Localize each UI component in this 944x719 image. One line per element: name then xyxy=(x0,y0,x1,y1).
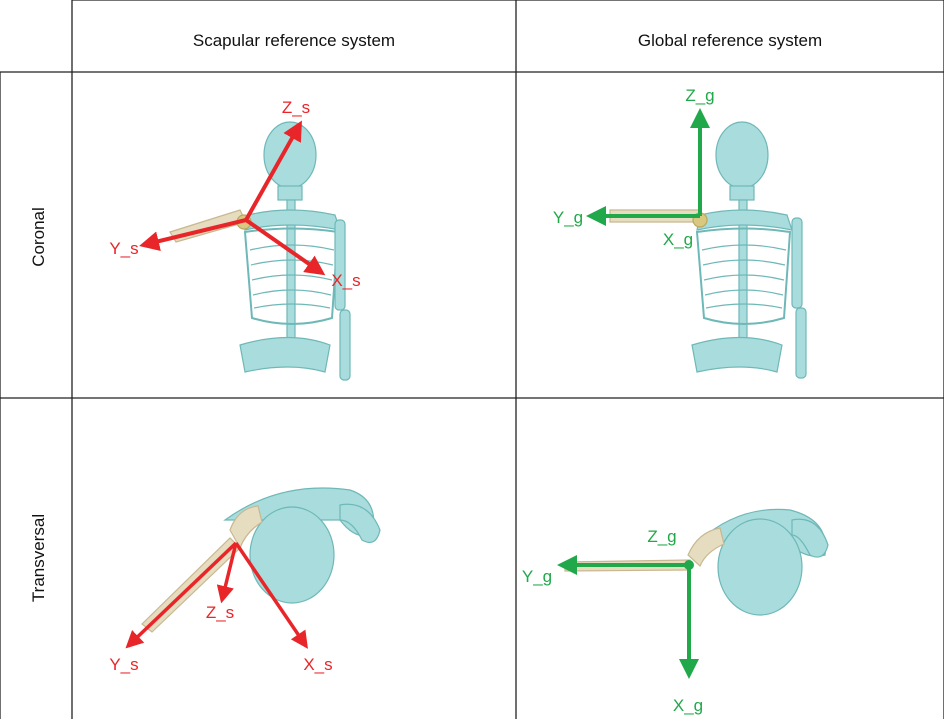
row-label-coronal: Coronal xyxy=(29,207,48,267)
skeleton-coronal-scapular xyxy=(170,122,350,380)
skeleton-transversal-global xyxy=(565,509,828,615)
skeleton-transversal-scapular xyxy=(142,488,380,632)
axes-global-coronal xyxy=(590,112,700,216)
row-label-transversal: Transversal xyxy=(29,514,48,602)
axis-label-x-scapular-transversal: X_s xyxy=(303,655,332,674)
axis-label-z-global-transversal: Z_g xyxy=(647,527,676,546)
axis-label-z-scapular-coronal: Z_s xyxy=(282,98,310,117)
axis-label-y-global-transversal: Y_g xyxy=(522,567,552,586)
axis-label-y-scapular-transversal: Y_s xyxy=(109,655,138,674)
axes-global-transversal xyxy=(561,562,692,675)
axis-label-y-global-coronal: Y_g xyxy=(553,208,583,227)
axis-label-z-global-coronal: Z_g xyxy=(685,86,714,105)
skeleton-coronal-global xyxy=(610,122,806,378)
axis-label-x-global-coronal: X_g xyxy=(663,230,693,249)
column-header-scapular: Scapular reference system xyxy=(193,31,395,50)
axis-label-x-scapular-coronal: X_s xyxy=(331,271,360,290)
axis-label-y-scapular-coronal: Y_s xyxy=(109,239,138,258)
column-header-global: Global reference system xyxy=(638,31,822,50)
axis-label-z-scapular-transversal: Z_s xyxy=(206,603,234,622)
axis-label-x-global-transversal: X_g xyxy=(673,696,703,715)
